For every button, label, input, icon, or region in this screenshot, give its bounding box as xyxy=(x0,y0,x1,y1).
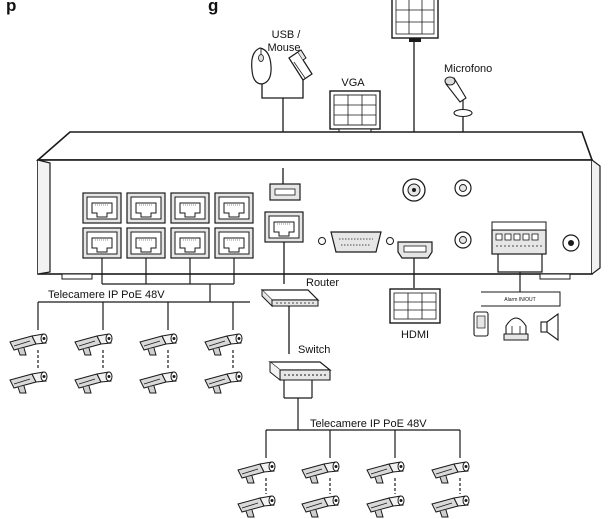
vga-port xyxy=(318,231,394,253)
bullet-camera-icon xyxy=(301,495,340,518)
alarm-terminal-block xyxy=(491,221,547,255)
label-switch: Switch xyxy=(298,344,330,356)
hdmi-port xyxy=(397,241,433,259)
title-fragment: p xyxy=(6,0,16,15)
power-port xyxy=(562,234,580,252)
bullet-camera-icon xyxy=(204,371,243,394)
bullet-camera-icon xyxy=(74,333,113,356)
label-telecamere-bottom: Telecamere IP PoE 48V xyxy=(310,418,427,430)
top-monitor-icon xyxy=(391,0,439,42)
label-hdmi: HDMI xyxy=(401,329,429,341)
nvr-recorder xyxy=(35,131,601,280)
usb-port xyxy=(269,183,301,201)
bullet-camera-icon xyxy=(74,371,113,394)
bullet-camera-icon xyxy=(431,495,470,518)
usb-stick-icon xyxy=(288,49,313,81)
bullet-camera-icon xyxy=(204,333,243,356)
label-telecamere-top: Telecamere IP PoE 48V xyxy=(48,289,165,301)
bullet-camera-icon xyxy=(139,371,178,394)
bullet-camera-icon xyxy=(301,461,340,484)
title-fragment-right: g xyxy=(208,0,218,15)
hdmi-monitor-icon xyxy=(389,288,441,324)
bullet-camera-icon xyxy=(237,495,276,518)
switch-camera-wiring xyxy=(265,380,461,494)
label-alarm-in-out: Alarm IN/OUT xyxy=(504,297,535,303)
speaker-icon xyxy=(540,312,559,342)
label-vga: VGA xyxy=(341,77,365,89)
lan-port xyxy=(264,211,304,243)
label-router: Router xyxy=(306,277,339,289)
router-icon xyxy=(260,289,320,308)
bullet-camera-icon xyxy=(366,461,405,484)
switch-icon xyxy=(268,361,332,382)
mouse-icon xyxy=(251,47,272,85)
bullet-camera-icon xyxy=(237,461,276,484)
poe-camera-wiring xyxy=(37,258,250,368)
label-usb-line2: Mouse xyxy=(267,42,300,54)
bullet-camera-icon xyxy=(9,371,48,394)
audio-in-port xyxy=(454,179,472,197)
bullet-camera-icon xyxy=(139,333,178,356)
bullet-camera-icon xyxy=(9,333,48,356)
audio-out-port xyxy=(454,231,472,249)
alarm-label-box: Alarm IN/OUT xyxy=(481,291,561,307)
label-usb-line1: USB / xyxy=(272,29,302,41)
poe-cameras-top xyxy=(9,333,243,394)
poe-cameras-bottom xyxy=(237,461,470,518)
siren-icon xyxy=(503,317,529,341)
bnc-port xyxy=(402,178,426,202)
bullet-camera-icon xyxy=(366,495,405,518)
microphone-icon xyxy=(444,76,473,118)
bullet-camera-icon xyxy=(431,461,470,484)
alarm-sensor-icon xyxy=(473,311,489,337)
label-microfono: Microfono xyxy=(444,63,492,75)
vga-monitor-icon xyxy=(329,90,381,134)
